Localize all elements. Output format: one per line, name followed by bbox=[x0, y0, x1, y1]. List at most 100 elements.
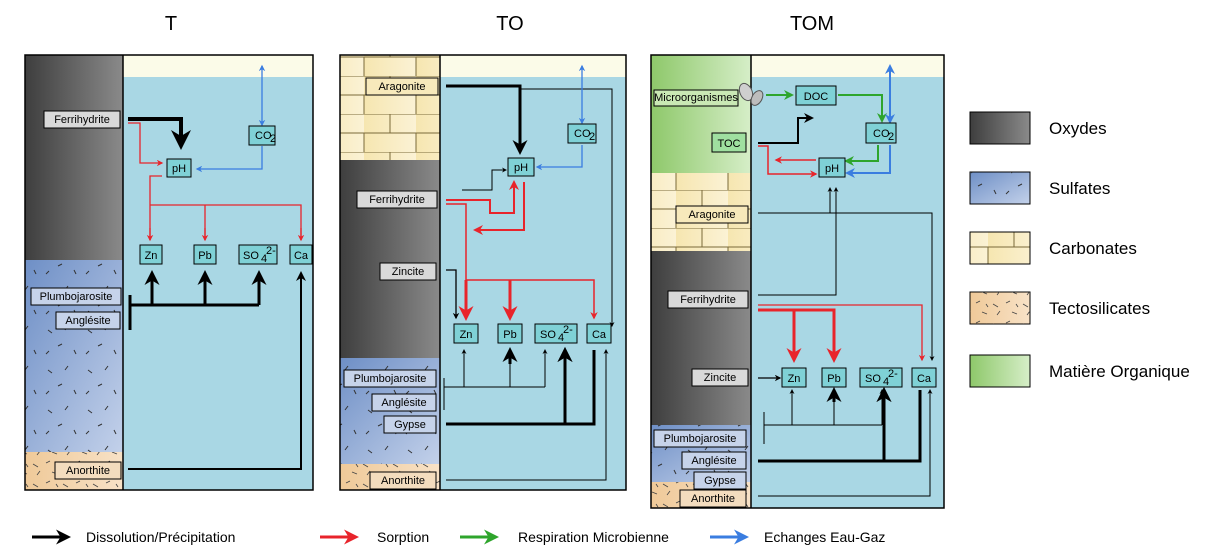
svg-text:Anglésite: Anglésite bbox=[65, 315, 110, 327]
dissolution-arrow bbox=[462, 167, 507, 191]
sorption-arrow bbox=[794, 308, 842, 363]
dissolution-arrow bbox=[446, 349, 609, 481]
ph-box: pH bbox=[507, 157, 535, 177]
legend-label: Sulfates bbox=[1049, 179, 1110, 198]
anorthite-label: Anorthite bbox=[679, 489, 747, 508]
dissolution-arrow bbox=[443, 352, 546, 410]
pb-box: Pb bbox=[193, 244, 217, 265]
sorption-arrow bbox=[758, 145, 818, 178]
ph-box: pH bbox=[166, 158, 192, 178]
oxydes-layer bbox=[651, 251, 751, 425]
svg-text:Ca: Ca bbox=[917, 373, 932, 385]
arrow-legend-label: Respiration Microbienne bbox=[518, 529, 669, 545]
legend-swatch-matiere-organique bbox=[969, 354, 1031, 388]
oxydes-layer bbox=[340, 160, 440, 358]
svg-text:Zn: Zn bbox=[460, 329, 473, 341]
svg-text:Plumbojarosite: Plumbojarosite bbox=[664, 433, 737, 445]
svg-text:Zn: Zn bbox=[788, 373, 801, 385]
svg-text:2: 2 bbox=[270, 133, 276, 145]
svg-text:Pb: Pb bbox=[827, 373, 840, 385]
material-legend: Oxydes Sulfates Carbonates Tectosilicate… bbox=[969, 111, 1190, 388]
gas-exchange-arrow bbox=[845, 145, 891, 178]
gas-exchange-arrow bbox=[195, 146, 263, 173]
svg-text:CO: CO bbox=[574, 128, 591, 140]
anglesite-label: Anglésite bbox=[681, 451, 747, 470]
svg-text:pH: pH bbox=[514, 162, 528, 174]
svg-text:2-: 2- bbox=[266, 245, 276, 257]
plumbojarosite-label: Plumbojarosite bbox=[343, 369, 437, 388]
ferrihydrite-label: Ferrihydrite bbox=[43, 110, 121, 129]
dissolution-arrow bbox=[128, 271, 306, 470]
atmosphere bbox=[123, 55, 313, 77]
dissolution-arrow bbox=[763, 392, 883, 444]
water-column bbox=[751, 55, 944, 508]
carbonates-layer bbox=[340, 55, 440, 160]
dissolution-arrow bbox=[520, 88, 615, 327]
co2-box: CO2 bbox=[248, 125, 276, 146]
arrow-legend: Dissolution/Précipitation Sorption Respi… bbox=[32, 529, 885, 545]
microorganismes-label: Microorganismes bbox=[653, 89, 739, 107]
sorption-arrow bbox=[758, 304, 926, 362]
legend-swatch-texture bbox=[970, 172, 1030, 204]
organic-layer bbox=[651, 55, 751, 173]
svg-text:Zincite: Zincite bbox=[704, 372, 736, 384]
microbe-icon bbox=[738, 82, 764, 106]
svg-text:2-: 2- bbox=[563, 324, 573, 336]
svg-text:Anorthite: Anorthite bbox=[691, 493, 735, 505]
aragonite-label: Aragonite bbox=[365, 77, 439, 96]
legend-label: Oxydes bbox=[1049, 119, 1107, 138]
aragonite-label: Aragonite bbox=[675, 205, 749, 224]
legend-label: Tectosilicates bbox=[1049, 299, 1150, 318]
svg-text:CO: CO bbox=[873, 128, 890, 140]
arrow-legend-label: Dissolution/Précipitation bbox=[86, 529, 235, 545]
svg-text:Zn: Zn bbox=[145, 250, 158, 262]
svg-text:Anorthite: Anorthite bbox=[66, 465, 110, 477]
respiration-arrow bbox=[844, 145, 879, 166]
zn-box: Zn bbox=[781, 367, 807, 388]
svg-text:Ca: Ca bbox=[294, 250, 309, 262]
co2-box: CO2 bbox=[865, 122, 897, 144]
svg-text:pH: pH bbox=[172, 163, 186, 175]
toc-box: TOC bbox=[711, 132, 747, 153]
svg-text:Ferrihydrite: Ferrihydrite bbox=[54, 114, 110, 126]
zincite-label: Zincite bbox=[691, 368, 749, 387]
dissolution-arrow bbox=[128, 117, 191, 150]
ca-box: Ca bbox=[289, 244, 313, 265]
ph-box: pH bbox=[818, 157, 846, 178]
panel-title-tom: TOM bbox=[790, 13, 834, 35]
gypse-label: Gypse bbox=[693, 471, 747, 490]
doc-box: DOC bbox=[795, 85, 837, 106]
sorption-arrow bbox=[128, 122, 164, 167]
svg-text:Pb: Pb bbox=[503, 329, 516, 341]
co2-box: CO2 bbox=[567, 123, 597, 144]
plumbojarosite-label: Plumbojarosite bbox=[653, 429, 747, 448]
svg-text:Aragonite: Aragonite bbox=[688, 209, 735, 221]
gas-exchange-arrow bbox=[535, 145, 583, 171]
svg-text:pH: pH bbox=[825, 163, 839, 175]
panel-frame bbox=[24, 54, 314, 491]
svg-text:DOC: DOC bbox=[804, 91, 829, 103]
ferrihydrite-label: Ferrihydrite bbox=[667, 290, 749, 309]
svg-text:4: 4 bbox=[883, 376, 889, 388]
sorption-arrow bbox=[473, 182, 525, 235]
svg-text:Ferrihydrite: Ferrihydrite bbox=[680, 294, 736, 306]
ferrihydrite-label: Ferrihydrite bbox=[356, 190, 438, 209]
zn-box: Zn bbox=[453, 323, 479, 344]
legend-swatch-texture bbox=[970, 292, 1030, 324]
sorption-arrow bbox=[149, 175, 302, 240]
panel-title-t: T bbox=[165, 13, 177, 35]
gypse-label: Gypse bbox=[383, 415, 437, 434]
svg-text:2-: 2- bbox=[888, 368, 898, 380]
pb-box: Pb bbox=[497, 323, 523, 344]
atmosphere bbox=[440, 55, 626, 77]
arrow-legend-label: Sorption bbox=[377, 529, 429, 545]
respiration-arrow bbox=[838, 94, 887, 123]
arrow-legend-label: Echanges Eau-Gaz bbox=[764, 529, 885, 545]
svg-text:SO: SO bbox=[540, 329, 556, 341]
panel-title-to: TO bbox=[496, 13, 523, 35]
